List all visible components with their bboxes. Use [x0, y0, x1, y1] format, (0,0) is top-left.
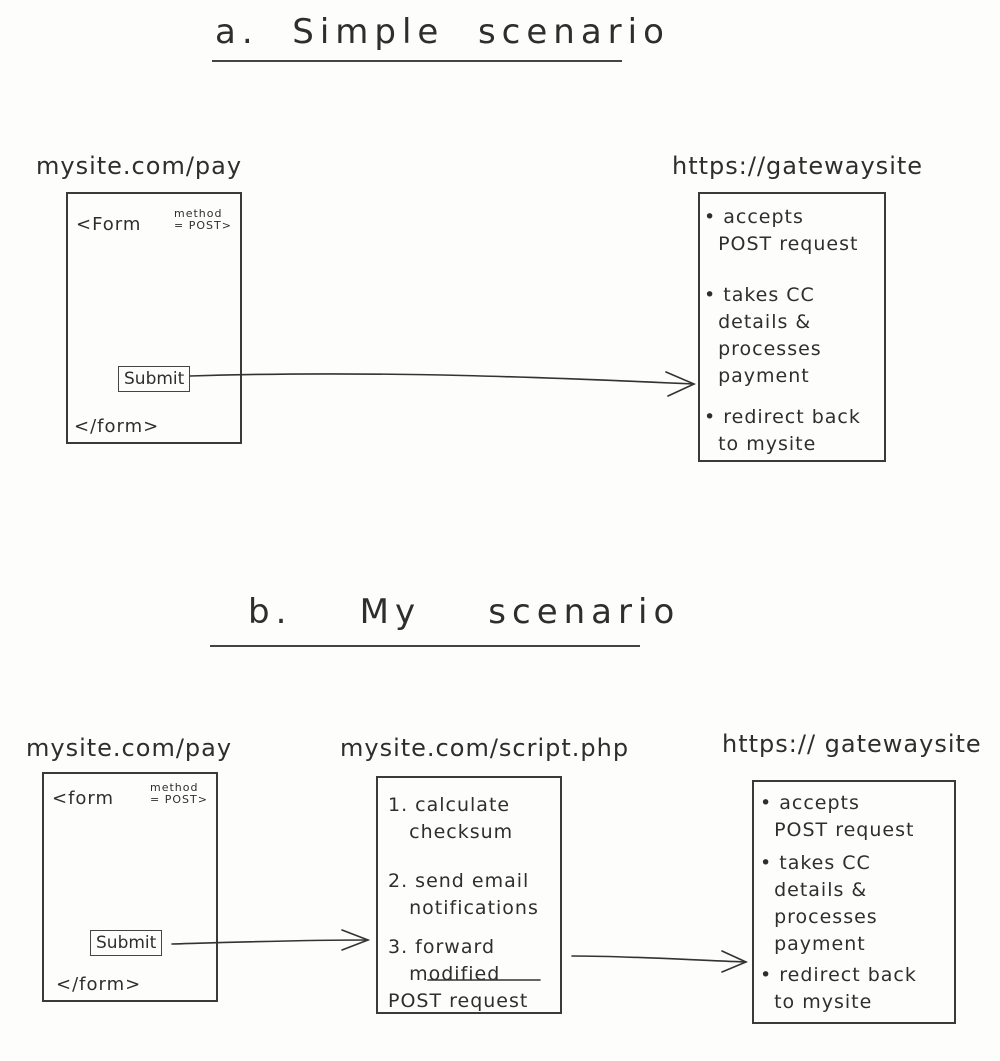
section-a-gateway-label: https://gatewaysite [672, 152, 924, 180]
section-a-gateway-box: • accepts POST request • takes CC detail… [698, 192, 886, 462]
section-b-gateway-label: https:// gatewaysite [722, 730, 982, 758]
script-step-email: 2. send email notifications [388, 870, 539, 919]
form-open-tag: <Form [76, 214, 142, 235]
section-a-underline [212, 60, 622, 62]
form-close-tag: </form> [74, 416, 160, 437]
gateway-item-accepts: • accepts POST request [760, 792, 915, 841]
section-b-underline [210, 645, 640, 647]
section-b-heading: b. My scenario [248, 592, 681, 632]
arrow-a-submit-to-gateway [189, 373, 695, 385]
gateway-item-accepts: • accepts POST request [704, 206, 859, 255]
form-method-note: method = POST> [174, 207, 232, 232]
section-a-mysite-pay-label: mysite.com/pay [36, 152, 243, 180]
section-b-mysite-pay-box: <form method = POST> Submit </form> [42, 772, 218, 1002]
submit-button[interactable]: Submit [90, 930, 163, 956]
gateway-item-redirect: • redirect back to mysite [704, 406, 861, 455]
section-a-heading: a. Simple scenario [215, 12, 670, 52]
section-b-script-label: mysite.com/script.php [340, 734, 630, 762]
arrow-b-script-to-gateway [571, 955, 747, 963]
script-step-checksum: 1. calculate checksum [388, 794, 514, 843]
submit-button[interactable]: Submit [118, 366, 191, 392]
section-b-gateway-box: • accepts POST request • takes CC detail… [752, 780, 956, 1024]
arrowhead-b1 [341, 929, 371, 951]
gateway-item-takes-cc: • takes CC details & processes payment [704, 284, 822, 387]
form-open-tag: <form [52, 788, 115, 809]
arrowhead-a [665, 371, 696, 397]
form-method-note: method = POST> [150, 781, 208, 806]
arrowhead-b2 [721, 950, 748, 973]
section-b-mysite-pay-label: mysite.com/pay [26, 734, 233, 762]
form-close-tag: </form> [56, 974, 142, 995]
arrow-b-submit-to-script [171, 939, 369, 945]
gateway-item-redirect: • redirect back to mysite [760, 964, 917, 1013]
gateway-item-takes-cc: • takes CC details & processes payment [760, 852, 878, 955]
section-a-mysite-pay-box: <Form method = POST> Submit </form> [66, 192, 242, 444]
